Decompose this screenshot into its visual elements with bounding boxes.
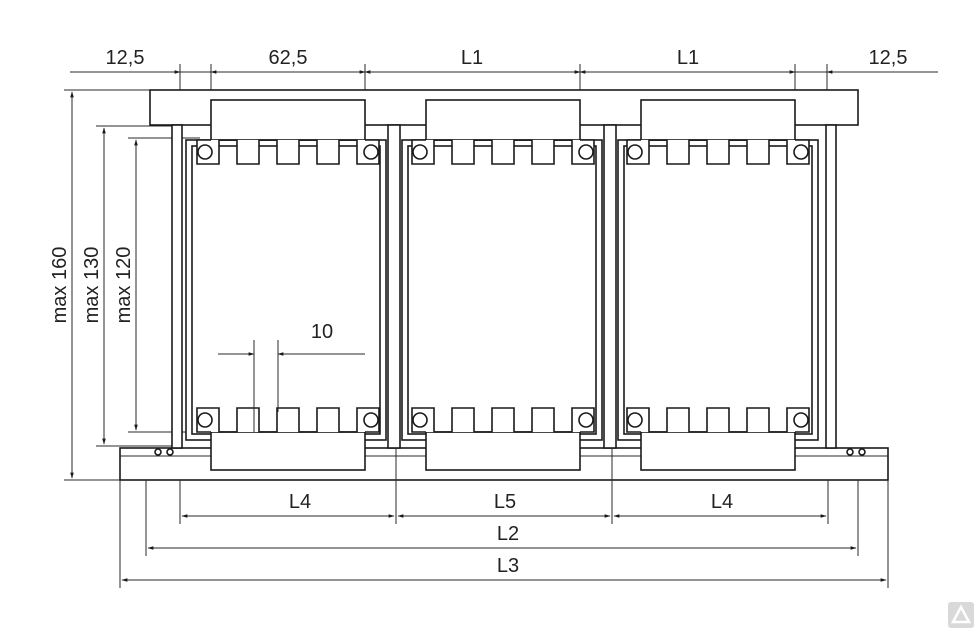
bottom-block-3 — [640, 431, 796, 471]
leg-frame-left — [185, 139, 387, 441]
top-comb-1-boss-2 — [363, 144, 379, 160]
left-dimension-chain: max 160 max 130 max 120 — [49, 89, 200, 481]
leg-frame-right — [617, 139, 819, 441]
bolt-1 — [154, 448, 162, 456]
bottom-comb-2-boss-1 — [412, 412, 428, 428]
bottom-comb-1-boss-1 — [197, 412, 213, 428]
bottom-comb-2-boss-2 — [578, 412, 594, 428]
dim-max-130: max 130 — [81, 247, 103, 324]
bottom-comb-2 — [411, 407, 595, 433]
inner-dimension: 10 — [218, 321, 365, 432]
inner-post-1 — [387, 124, 401, 449]
dim-max-120: max 120 — [113, 247, 135, 324]
dim-top-core-width: 62,5 — [269, 47, 308, 69]
top-dimension-chain: 12,5 62,5 L1 L1 12,5 — [70, 47, 938, 104]
top-block-3 — [640, 99, 796, 141]
top-block-2 — [425, 99, 581, 141]
bottom-comb-1-boss-2 — [363, 412, 379, 428]
bottom-block-2 — [425, 431, 581, 471]
bolt-2 — [846, 448, 854, 456]
dim-l2: L2 — [497, 523, 519, 545]
top-comb-2 — [411, 139, 595, 165]
bottom-block-1 — [210, 431, 366, 471]
bottom-comb-1 — [196, 407, 380, 433]
top-comb-1-boss-1 — [197, 144, 213, 160]
leg-frame-middle — [401, 139, 603, 441]
dim-l3: L3 — [497, 555, 519, 577]
dim-top-l1-first: L1 — [461, 47, 483, 69]
clamp-combs — [154, 139, 866, 456]
frame-structure — [119, 89, 889, 481]
logo-icon — [948, 602, 974, 628]
dim-ten: 10 — [311, 321, 333, 343]
dim-l4-left: L4 — [289, 491, 311, 513]
top-comb-2-boss-1 — [412, 144, 428, 160]
left-post — [171, 124, 183, 449]
top-comb-3 — [626, 139, 810, 165]
dim-l5: L5 — [494, 491, 516, 513]
bottom-comb-3-boss-1 — [627, 412, 643, 428]
inner-post-2 — [603, 124, 617, 449]
dim-top-right-margin: 12,5 — [869, 47, 908, 69]
right-post — [825, 124, 837, 449]
top-block-1 — [210, 99, 366, 141]
top-comb-2-boss-2 — [578, 144, 594, 160]
bolt-2 — [858, 448, 866, 456]
dim-top-left-margin: 12,5 — [106, 47, 145, 69]
dim-top-l1-second: L1 — [677, 47, 699, 69]
top-comb-1 — [196, 139, 380, 165]
bottom-dimension-chain: L4 L5 L4 L2 L3 — [119, 448, 889, 588]
dim-max-160: max 160 — [49, 247, 71, 324]
top-comb-3-boss-2 — [793, 144, 809, 160]
bolt-1 — [166, 448, 174, 456]
dim-l4-right: L4 — [711, 491, 733, 513]
bottom-comb-3 — [626, 407, 810, 433]
bottom-comb-3-boss-2 — [793, 412, 809, 428]
top-comb-3-boss-1 — [627, 144, 643, 160]
